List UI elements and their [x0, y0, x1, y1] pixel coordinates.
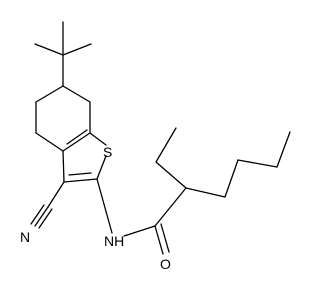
bond-tbu-c-methyl-left — [34, 43, 64, 56]
atom-label-oxygen: O — [160, 256, 171, 272]
bond-nitrile-triple-3 — [38, 208, 53, 229]
bond-butyl-c2-c3 — [237, 159, 278, 168]
bond-butyl-c1-c2 — [224, 159, 239, 198]
bond-carbonyl-alpha — [154, 187, 187, 227]
bond-thiophene-c7a-s — [89, 132, 107, 146]
bond-carbonyl-o-double — [160, 223, 170, 253]
bond-ethyl-c1-c2 — [155, 127, 177, 163]
structure-canvas: S NH O N — [20, 21, 291, 272]
bond-thiophene-c2-c3-double — [68, 172, 92, 176]
bond-ring-c3a-c7a — [62, 132, 91, 152]
atom-label-nitrile-n: N — [20, 229, 30, 245]
bond-nitrile-c3-c — [47, 181, 65, 208]
bond-butyl-c3-c4 — [276, 131, 291, 168]
bond-nitrile-triple-1 — [34, 206, 49, 227]
bond-thiophene-c2-c3 — [63, 178, 98, 183]
atom-label-nh: NH — [104, 233, 124, 249]
bond-ring-c4-c3a — [35, 132, 64, 152]
bond-ring-c7-c6 — [62, 85, 91, 103]
bond-ring-c6-c5 — [35, 85, 64, 103]
bond-nitrile-triple-2 — [30, 204, 45, 225]
bond-alpha-butyl-c1 — [185, 187, 226, 198]
bond-c2-nh — [96, 178, 113, 234]
bond-thiophene-c3-c3a — [62, 150, 65, 183]
bond-tbu-c-methyl-right — [62, 43, 92, 56]
bond-ring-c3a-c7a-double — [66, 129, 88, 145]
bond-nh-carbonyl — [123, 225, 156, 237]
bond-alpha-ethyl-c1 — [155, 161, 187, 189]
atom-label-sulfur: S — [103, 144, 112, 160]
bond-thiophene-s-c2 — [96, 155, 107, 180]
molecule-structure: S NH O N — [20, 21, 291, 272]
bond-carbonyl-o — [154, 225, 164, 255]
